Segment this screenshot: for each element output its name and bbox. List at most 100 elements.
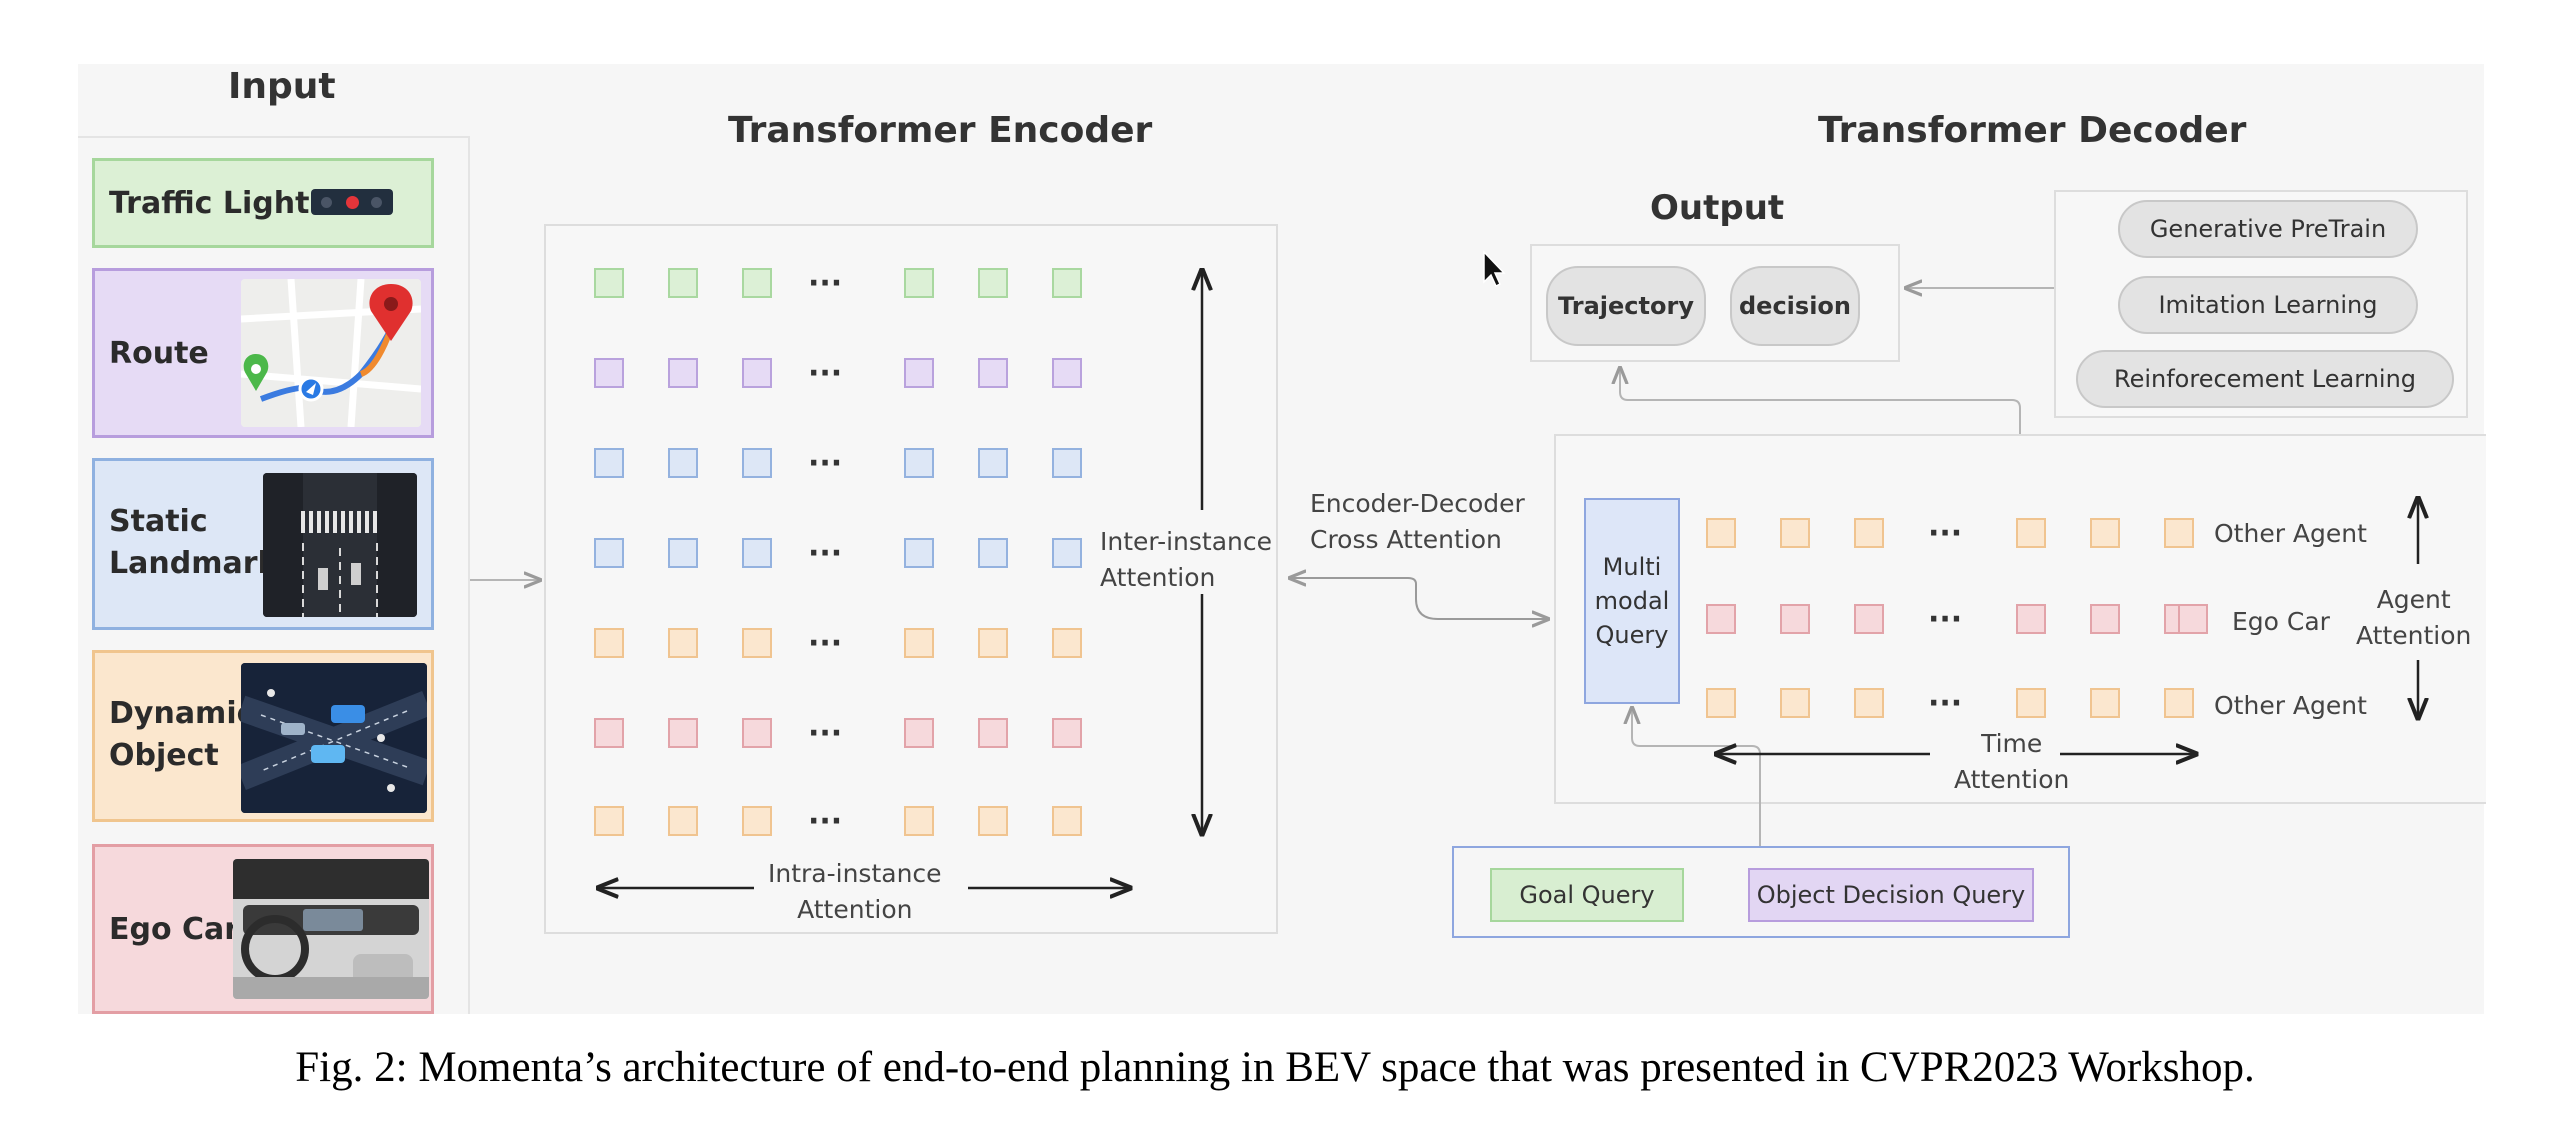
- encoder-token-r0-c5: [1052, 268, 1082, 298]
- encoder-token-r4-c5: [1052, 628, 1082, 658]
- encoder-token-r4-c3: [904, 628, 934, 658]
- encoder-token-r1-c2: [742, 358, 772, 388]
- encoder-token-r6-c2: [742, 806, 772, 836]
- decoder-token-tail-r1: [2178, 604, 2208, 634]
- input-dynamic-object: Dynamic Object: [92, 650, 434, 822]
- decoder-token-r2-c4: [2090, 688, 2120, 718]
- encoder-token-r4-c2: [742, 628, 772, 658]
- cross-attention-label: Encoder-Decoder Cross Attention: [1310, 489, 1525, 554]
- training-reinforcement-learning: Reinforecement Learning: [2076, 350, 2454, 408]
- encoder-token-r3-c2: [742, 538, 772, 568]
- decoder-token-r0-c2: [1854, 518, 1884, 548]
- decoder-token-r1-c1: [1780, 604, 1810, 634]
- decoder-token-r2-c1: [1780, 688, 1810, 718]
- input-static-landmark: Static Landmark: [92, 458, 434, 630]
- multimodal-query: Multi modal Query: [1584, 498, 1680, 704]
- input-traffic-light: Traffic Light: [92, 158, 434, 248]
- queries-to-multimodal-arrow: [1632, 708, 1761, 846]
- decoder-panel: Multi modal Query ········· Other Agent …: [1554, 434, 2486, 804]
- encoder-ellipsis-r3: ···: [808, 536, 843, 571]
- encoder-panel: ··· ··· ··· ··· ··· ··· ··· Inter-instance Att…: [544, 224, 1278, 934]
- decoder-ellipsis-r2: ···: [1928, 686, 1963, 721]
- encoder-token-r5-c0: [594, 718, 624, 748]
- input-frame: [78, 136, 470, 1014]
- decoder-token-r0-c3: [2016, 518, 2046, 548]
- output-decision: decision: [1730, 266, 1860, 346]
- encoder-token-r3-c3: [904, 538, 934, 568]
- encoder-token-r1-c1: [668, 358, 698, 388]
- encoder-token-r6-c0: [594, 806, 624, 836]
- encoder-ellipsis-r5: ···: [808, 716, 843, 751]
- decoder-token-tail-r0: [2164, 518, 2194, 548]
- decoder-row-label-other-agent-bottom: Other Agent: [2214, 691, 2367, 720]
- agent-attention-label: Agent Attention: [2356, 582, 2472, 654]
- slide: Input Traffic Light Route: [78, 64, 2486, 1014]
- encoder-token-r5-c5: [1052, 718, 1082, 748]
- encoder-title: Transformer Encoder: [728, 110, 1153, 151]
- input-label-ego-car: Ego Car: [109, 912, 240, 947]
- dynamic-object-image: [241, 663, 427, 813]
- encoder-token-r6-c4: [978, 806, 1008, 836]
- encoder-token-r1-c4: [978, 358, 1008, 388]
- decoder-token-r0-c4: [2090, 518, 2120, 548]
- input-label-route: Route: [109, 336, 209, 371]
- encoder-token-r5-c3: [904, 718, 934, 748]
- decoder-token-r2-c0: [1706, 688, 1736, 718]
- encoder-ellipsis-r1: ···: [808, 356, 843, 391]
- encoder-token-r2-c0: [594, 448, 624, 478]
- encoder-token-r6-c3: [904, 806, 934, 836]
- decoder-token-r2-c2: [1854, 688, 1884, 718]
- encoder-token-r6-c5: [1052, 806, 1082, 836]
- encoder-token-r3-c1: [668, 538, 698, 568]
- decoder-ellipsis-r1: ···: [1928, 602, 1963, 637]
- encoder-token-r1-c3: [904, 358, 934, 388]
- decoder-token-r0-c1: [1780, 518, 1810, 548]
- traffic-light-icon: [311, 189, 393, 215]
- encoder-token-r5-c4: [978, 718, 1008, 748]
- encoder-ellipsis-r0: ···: [808, 266, 843, 301]
- encoder-ellipsis-r4: ···: [808, 626, 843, 661]
- encoder-token-r2-c5: [1052, 448, 1082, 478]
- encoder-ellipsis-r6: ···: [808, 804, 843, 839]
- encoder-token-r2-c3: [904, 448, 934, 478]
- input-route: Route: [92, 268, 434, 438]
- static-landmark-image: [263, 473, 417, 617]
- encoder-token-r3-c5: [1052, 538, 1082, 568]
- encoder-token-r2-c1: [668, 448, 698, 478]
- output-trajectory: Trajectory: [1546, 266, 1706, 346]
- decoder-row-label-ego-car: Ego Car: [2232, 607, 2330, 636]
- input-label-traffic-light: Traffic Light: [109, 186, 310, 221]
- output-title: Output: [1650, 188, 1785, 228]
- encoder-token-r0-c0: [594, 268, 624, 298]
- route-map-icon: [241, 279, 421, 427]
- encoder-token-r0-c1: [668, 268, 698, 298]
- connector-arrows: [470, 250, 2484, 1014]
- input-title: Input: [228, 66, 336, 107]
- decoder-row-label-other-agent-top: Other Agent: [2214, 519, 2367, 548]
- encoder-token-r4-c4: [978, 628, 1008, 658]
- encoder-token-r1-c0: [594, 358, 624, 388]
- training-imitation-learning: Imitation Learning: [2118, 276, 2418, 334]
- ego-car-interior-image: [233, 859, 429, 999]
- training-generative-pretrain: Generative PreTrain: [2118, 200, 2418, 258]
- decoder-token-r2-c3: [2016, 688, 2046, 718]
- input-label-static-landmark: Static Landmark: [109, 504, 278, 581]
- intra-instance-attention-label: Intra-instance Attention: [756, 856, 954, 928]
- inter-instance-attention-label: Inter-instance Attention: [1100, 522, 1273, 598]
- encoder-token-r0-c2: [742, 268, 772, 298]
- decoder-to-output-arrow: [1620, 368, 2021, 434]
- decoder-token-tail-r2: [2164, 688, 2194, 718]
- mouse-cursor-icon: [1483, 250, 1506, 288]
- encoder-token-r0-c3: [904, 268, 934, 298]
- decoder-token-r0-c0: [1706, 518, 1736, 548]
- goal-query: Goal Query: [1490, 868, 1684, 922]
- decoder-token-r1-c4: [2090, 604, 2120, 634]
- encoder-token-r0-c4: [978, 268, 1008, 298]
- cross-attention-arrow: [1290, 578, 1548, 619]
- encoder-token-r2-c4: [978, 448, 1008, 478]
- encoder-ellipsis-r2: ···: [808, 446, 843, 481]
- decoder-title: Transformer Decoder: [1818, 110, 2247, 151]
- decoder-ellipsis-r0: ···: [1928, 516, 1963, 551]
- encoder-token-r6-c1: [668, 806, 698, 836]
- input-ego-car: Ego Car: [92, 844, 434, 1014]
